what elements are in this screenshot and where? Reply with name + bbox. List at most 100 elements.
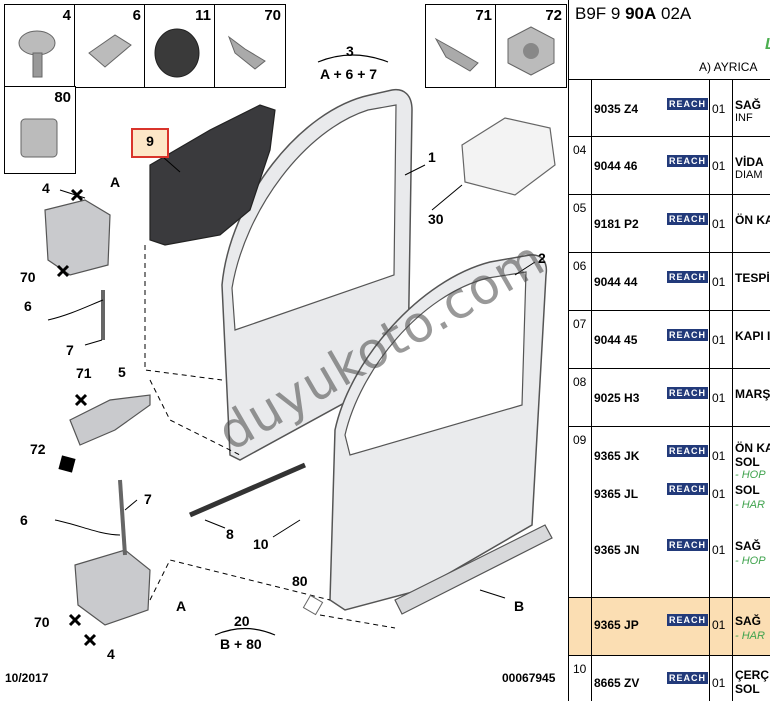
quantity: 01	[712, 391, 726, 405]
panel-green-mark: L	[765, 36, 770, 54]
clip-box	[461, 117, 556, 196]
thumb-part-80[interactable]: 80	[4, 86, 76, 174]
panel-note: A) AYRICA	[699, 60, 758, 74]
screw-icon	[18, 30, 56, 78]
thumb-part-72[interactable]: 72	[495, 4, 567, 88]
part-number[interactable]: 9181 P2	[594, 217, 639, 231]
thumb-part-6[interactable]: 6	[74, 4, 146, 88]
callout-1[interactable]: 1	[428, 149, 436, 165]
callout-8[interactable]: 8	[226, 526, 234, 542]
callout-80[interactable]: 80	[292, 573, 308, 589]
callout-72[interactable]: 72	[30, 441, 46, 457]
diagram-drawing	[44, 54, 556, 647]
quantity: 01	[712, 543, 726, 557]
upper-hinge	[44, 199, 111, 276]
callout-b[interactable]: B	[514, 598, 525, 614]
part-number[interactable]: 9025 H3	[594, 391, 640, 405]
diagram-code: 00067945	[502, 671, 556, 685]
reach-badge[interactable]: REACH	[667, 98, 708, 110]
part-description: ÖN KA	[735, 213, 770, 227]
part-description: SAĞ	[735, 539, 762, 553]
callout-2[interactable]: 2	[538, 250, 546, 266]
part-number[interactable]: 9365 JL	[594, 487, 639, 501]
part-number[interactable]: 9365 JK	[594, 449, 640, 463]
callout-9-selected[interactable]: 9	[131, 128, 169, 158]
quantity: 01	[712, 449, 726, 463]
callout-7-upper[interactable]: 7	[66, 342, 74, 358]
part-description: TESPİ	[735, 271, 770, 285]
reach-badge[interactable]: REACH	[667, 672, 708, 684]
part-description: ÖN KA	[735, 441, 770, 455]
reach-badge[interactable]: REACH	[667, 329, 708, 341]
row-ref-number: 08	[573, 375, 587, 389]
thumb-part-4[interactable]: 4	[4, 4, 76, 88]
part-description: VİDA	[735, 155, 764, 169]
quantity: 01	[712, 102, 726, 116]
callout-5[interactable]: 5	[118, 364, 126, 380]
reach-badge[interactable]: REACH	[667, 539, 708, 551]
thumb-part-11[interactable]: 11	[144, 4, 216, 88]
callout-70-lower[interactable]: 70	[34, 614, 50, 630]
seal-strip	[189, 462, 306, 518]
row-ref-number: 05	[573, 201, 587, 215]
callout-30[interactable]: 30	[428, 211, 444, 227]
callout-71[interactable]: 71	[76, 365, 92, 381]
trim-strip	[394, 524, 553, 615]
callout-3[interactable]: 3	[346, 43, 354, 59]
reach-badge[interactable]: REACH	[667, 614, 708, 626]
callout-20[interactable]: 20	[234, 613, 250, 629]
part-description: KAPI I	[735, 329, 770, 343]
part-number[interactable]: 8665 ZV	[594, 676, 640, 690]
nut-icon	[507, 26, 555, 76]
reach-badge[interactable]: REACH	[667, 213, 708, 225]
part-number[interactable]: 9365 JN	[594, 543, 640, 557]
thumb-part-71[interactable]: 71	[425, 4, 497, 88]
callout-4-lower[interactable]: 4	[107, 646, 115, 662]
reach-badge[interactable]: REACH	[667, 483, 708, 495]
thumb-part-70[interactable]: 70	[214, 4, 286, 88]
callout-3-sub: A + 6 + 7	[320, 66, 378, 82]
callout-7-lower[interactable]: 7	[144, 491, 152, 507]
quantity: 01	[712, 275, 726, 289]
callout-6-lower[interactable]: 6	[20, 512, 28, 528]
clip-80-icon	[20, 118, 58, 158]
callout-a-lower[interactable]: A	[176, 598, 187, 614]
callout-10[interactable]: 10	[253, 536, 269, 552]
part-number[interactable]: 9035 Z4	[594, 102, 639, 116]
callout-a-upper[interactable]: A	[110, 174, 121, 190]
part-description: SOL	[735, 483, 760, 497]
quantity: 01	[712, 487, 726, 501]
callout-6-upper[interactable]: 6	[24, 298, 32, 314]
part-sub-description: INF	[735, 112, 753, 124]
part-number[interactable]: 9044 45	[594, 333, 638, 347]
callout-70-upper[interactable]: 70	[20, 269, 36, 285]
part-description: SAĞ	[735, 98, 762, 112]
part-number[interactable]: 9044 46	[594, 159, 638, 173]
lower-hinge	[74, 549, 151, 626]
part-variant-note: - HOP	[735, 555, 766, 567]
quantity: 01	[712, 333, 726, 347]
part-number[interactable]: 9044 44	[594, 275, 638, 289]
callout-4-upper[interactable]: 4	[42, 180, 50, 196]
quantity: 01	[712, 676, 726, 690]
row-ref-number: 04	[573, 143, 587, 157]
reach-badge[interactable]: REACH	[667, 155, 708, 167]
part-variant-note: - HAR	[735, 499, 765, 511]
part-sub-description: DIAM	[735, 169, 763, 181]
reach-badge[interactable]: REACH	[667, 387, 708, 399]
reach-badge[interactable]: REACH	[667, 271, 708, 283]
part-number[interactable]: 9365 JP	[594, 618, 639, 632]
reach-badge[interactable]: REACH	[667, 445, 708, 457]
bolt-71-icon	[434, 37, 479, 72]
part-variant-note: - HOP	[735, 469, 766, 481]
